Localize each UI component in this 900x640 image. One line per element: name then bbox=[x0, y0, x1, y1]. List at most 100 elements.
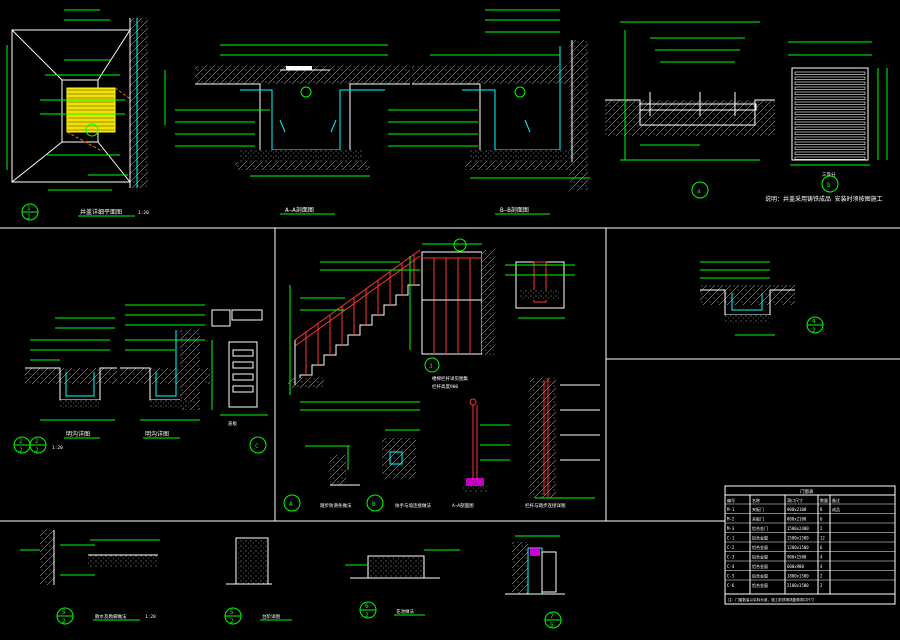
detail-a2-anchor bbox=[305, 445, 360, 486]
manhole-plan bbox=[6, 9, 148, 191]
callout-bot2-number: 5 bbox=[230, 609, 234, 616]
callout-a-label: a bbox=[697, 188, 701, 195]
table-cell: 1500x1500 bbox=[787, 536, 809, 541]
table-cell: C-3 bbox=[727, 555, 735, 560]
table-cell: 900x1500 bbox=[787, 555, 807, 560]
table-header-cell: 数量 bbox=[820, 497, 828, 503]
callout-bot4: 7 5 bbox=[544, 611, 562, 629]
bottom-detail-3 bbox=[345, 549, 460, 579]
grate-bar bbox=[794, 106, 866, 110]
detail-b2-caption: 扶手与墙连接做法 bbox=[395, 502, 431, 509]
manhole-plan-caption: 井盖详细平面图 bbox=[80, 208, 122, 216]
door-table-footnote: 注：门窗数量以实际为准，施工前须现场复核洞口尺寸 bbox=[728, 597, 815, 602]
gutter-right bbox=[120, 304, 210, 421]
table-cell: M-1 bbox=[727, 507, 735, 512]
table-cell: M-3 bbox=[727, 526, 735, 531]
right-gutter bbox=[700, 261, 795, 336]
table-cell: 2100x1500 bbox=[787, 583, 809, 588]
table-cell: 1800x1500 bbox=[787, 574, 809, 579]
table-cell: 2 bbox=[820, 526, 823, 531]
callout-c-label: C bbox=[255, 443, 259, 450]
callout-gutter-a-number: 2 bbox=[19, 438, 23, 445]
gutter-scale: 1:20 bbox=[52, 445, 63, 451]
table-cell: 2 bbox=[820, 583, 823, 588]
gutter-right-caption: 明沟详图 bbox=[145, 430, 169, 438]
grate-bar bbox=[794, 86, 866, 90]
grate-bar bbox=[794, 156, 866, 160]
callout-a2: A bbox=[283, 494, 301, 512]
callout-plan-sheet: 2 bbox=[27, 214, 31, 221]
callout-stair: 3 bbox=[424, 357, 440, 373]
rail-detail-caption: 栏杆与踏步连接详图 bbox=[525, 502, 566, 509]
table-cell: 铝合金窗 bbox=[752, 582, 768, 588]
door-table-title: 门窗表 bbox=[800, 488, 814, 495]
table-header-cell: 名称 bbox=[752, 497, 760, 503]
callout-gutter-a: 2 2 bbox=[13, 436, 31, 454]
callout-bot4-sheet: 5 bbox=[550, 622, 554, 629]
bottom-3-caption: 花池做法 bbox=[396, 608, 414, 615]
section-aa-caption: A—A剖面图 bbox=[285, 206, 314, 214]
grate-bar bbox=[794, 111, 866, 115]
grate-bar bbox=[794, 146, 866, 150]
detail-a bbox=[605, 21, 775, 161]
stair-elevation bbox=[409, 238, 494, 355]
stair-note-2: 栏杆高度900 bbox=[432, 383, 458, 390]
table-cell: 8 bbox=[820, 507, 823, 512]
callout-stair-number: 3 bbox=[429, 363, 433, 370]
table-cell: 6 bbox=[820, 517, 823, 522]
grate-bar bbox=[794, 131, 866, 135]
callout-bot3-sheet: 2 bbox=[365, 612, 369, 619]
gutter-left-caption: 明沟详图 bbox=[66, 430, 90, 438]
grate-bar bbox=[794, 96, 866, 100]
grate-bar bbox=[794, 126, 866, 130]
callout-bot3: 6 2 bbox=[359, 601, 377, 619]
table-cell: C-2 bbox=[727, 545, 735, 550]
table-cell: 铝合金门 bbox=[752, 525, 768, 531]
gutter-left bbox=[25, 317, 117, 421]
table-cell: 4 bbox=[820, 555, 823, 560]
manhole-plan-scale: 1:20 bbox=[138, 210, 149, 216]
table-header-cell: 备注 bbox=[832, 497, 840, 503]
callout-bot4-number: 7 bbox=[550, 613, 554, 620]
table-cell: C-5 bbox=[727, 574, 735, 579]
callout-gutter-b-sheet: 2 bbox=[35, 447, 39, 454]
callout-right-gutter-sheet: 2 bbox=[812, 327, 816, 334]
callout-bot2-sheet: 2 bbox=[230, 618, 234, 625]
grate-bar bbox=[794, 136, 866, 140]
table-cell: 夹板门 bbox=[752, 506, 764, 512]
sheet-dividers bbox=[0, 227, 900, 522]
callout-a2-label: A bbox=[289, 501, 293, 508]
table-cell: 铝合金窗 bbox=[752, 554, 768, 560]
table-cell: 2 bbox=[820, 574, 823, 579]
table-cell: 成品 bbox=[832, 506, 840, 512]
table-cell: 4 bbox=[820, 564, 823, 569]
bottom-2-caption: 台阶详图 bbox=[262, 613, 280, 620]
callout-b-label: b bbox=[827, 182, 831, 189]
grate-bar bbox=[794, 116, 866, 120]
callout-gutter-b: 2 2 bbox=[29, 436, 47, 454]
detail-b2-anchor bbox=[382, 429, 420, 478]
callout-right-gutter: 4 2 bbox=[806, 316, 824, 334]
rail-post-detail bbox=[462, 398, 510, 492]
table-cell: 1200x1500 bbox=[787, 545, 809, 550]
stair-tread-detail bbox=[505, 261, 575, 319]
callout-b2-label: B bbox=[372, 501, 376, 508]
callout-bot1-number: 5 bbox=[62, 609, 66, 616]
callout-b2: B bbox=[366, 494, 384, 512]
bottom-1-scale: 1:20 bbox=[145, 614, 156, 620]
bottom-detail-2 bbox=[226, 537, 272, 585]
section-bb-caption: B—B剖面图 bbox=[500, 206, 529, 214]
table-cell: C-1 bbox=[727, 536, 735, 541]
table-cell: 铝合金窗 bbox=[752, 573, 768, 579]
grate-bar bbox=[794, 71, 866, 75]
callout-c: C bbox=[249, 436, 267, 454]
table-cell: 600x900 bbox=[787, 564, 804, 569]
table-cell: 1500x2400 bbox=[787, 526, 809, 531]
table-header-cell: 编号 bbox=[727, 497, 735, 503]
callout-b: b bbox=[821, 175, 839, 193]
detail-a2-caption: 踏步防滑条做法 bbox=[320, 502, 352, 509]
section-aa bbox=[164, 44, 410, 177]
table-cell: C-4 bbox=[727, 564, 735, 569]
